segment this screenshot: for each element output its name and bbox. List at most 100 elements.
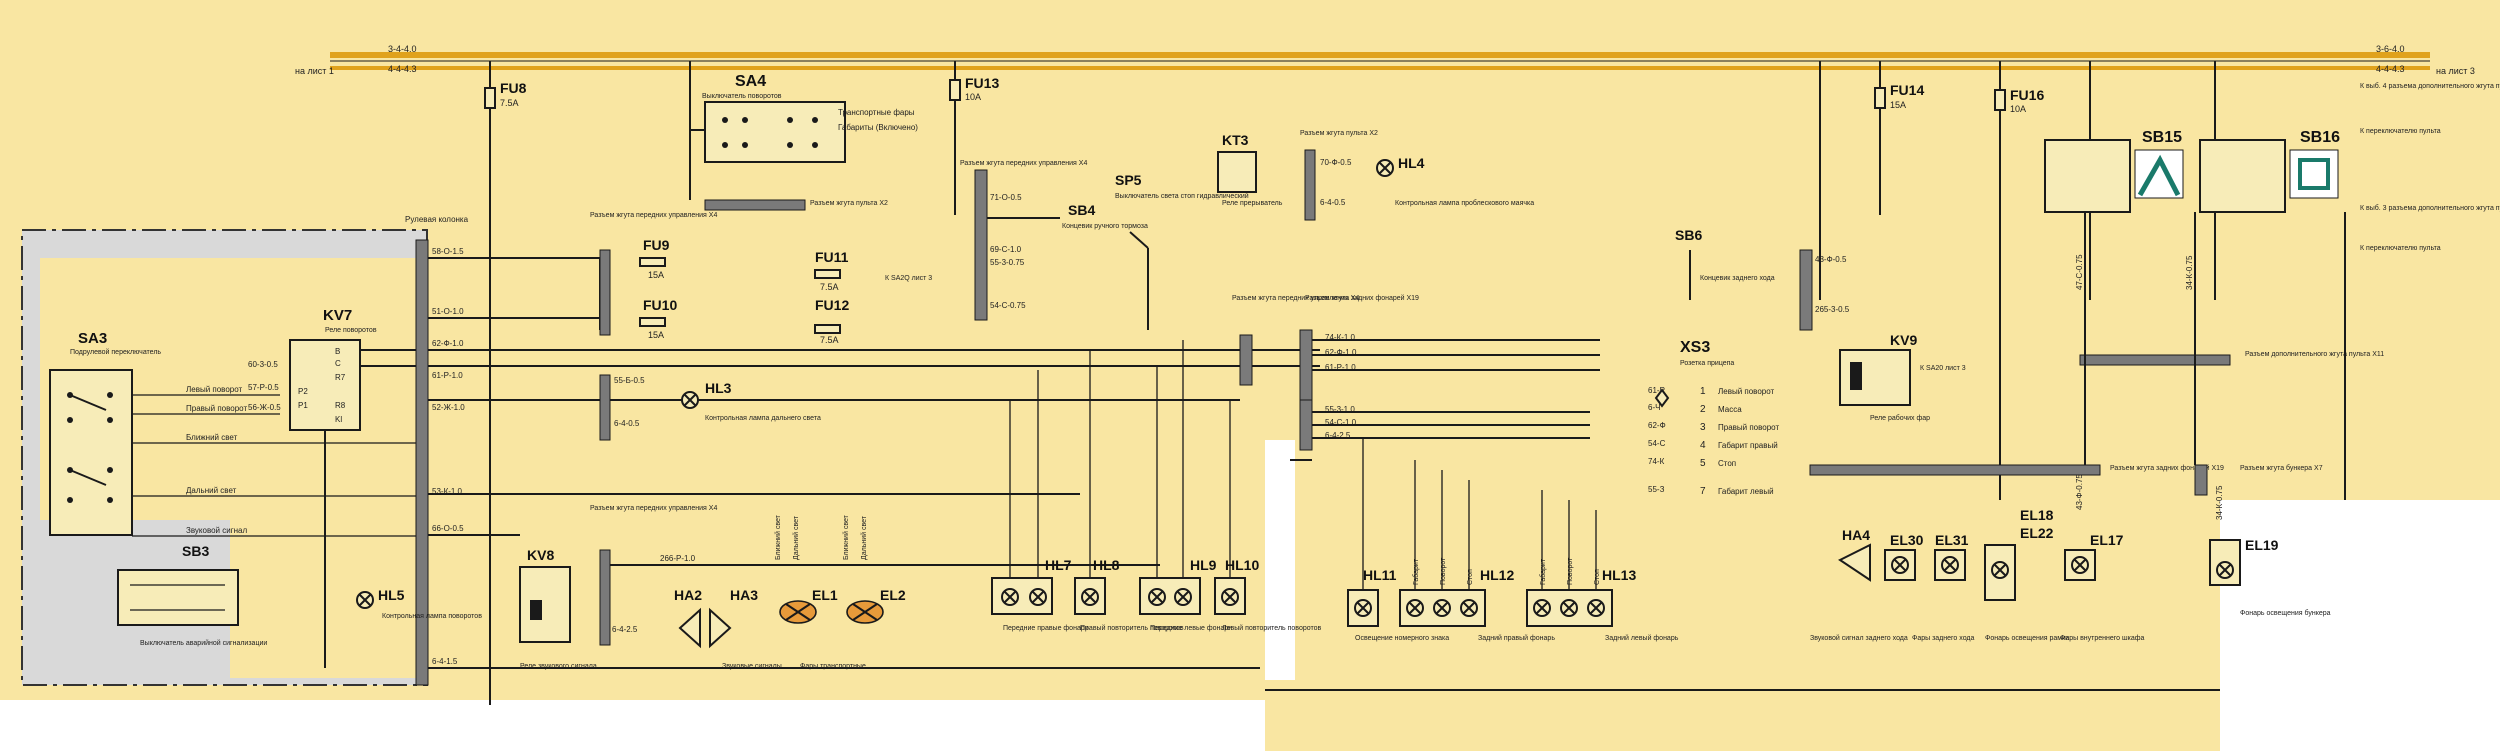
label-642-5: 6-4-2.5 [612,625,638,634]
svg-text:К выб. 4 разъема дополнительно: К выб. 4 разъема дополнительного жгута п… [2360,82,2500,90]
label-266: 266-Р-1.0 [660,554,696,563]
svg-text:Транспортные фары: Транспортные фары [838,108,915,117]
kt3-relay: KT3 Реле прерыватель [1217,132,1283,207]
svg-text:Kl: Kl [335,415,342,424]
label-43-f: 43-Ф-0.5 [1815,255,1847,264]
svg-text:XS3: XS3 [1680,339,1710,356]
el-rear-caption: Фары заднего хода [1912,635,1975,642]
x19-wire-labels: 74-К-1.0 62-Ф-1.0 61-Р-1.0 55-3-1.0 54-С… [1325,333,1357,440]
fuse-fu8: FU8 7.5A [484,80,527,109]
svg-text:62-Ф-1.0: 62-Ф-1.0 [1325,348,1357,357]
svg-text:51-О-1.0: 51-О-1.0 [432,307,464,316]
hl12-lamps: HL12 Задний правый фонарь [1399,567,1555,642]
svg-text:15A: 15A [648,330,664,340]
sheet-ref-right-2: 4-4-4.3 [2376,64,2405,74]
svg-text:C: C [335,359,341,368]
hl13-lamps: HL13 Задний левый фонарь [1526,567,1679,642]
svg-text:EL17: EL17 [2090,532,2124,548]
svg-text:Реле поворотов: Реле поворотов [325,327,377,334]
svg-text:57-Р-0.5: 57-Р-0.5 [248,383,279,392]
connector-x2-a [704,199,806,211]
svg-text:Подрулевой переключатель: Подрулевой переключатель [70,348,161,356]
svg-text:55-З: 55-З [1648,485,1665,494]
svg-text:Освещение номерного знака: Освещение номерного знака [1355,635,1449,642]
svg-text:7.5A: 7.5A [820,335,839,345]
svg-text:SB16: SB16 [2300,129,2340,146]
svg-text:58-О-1.5: 58-О-1.5 [432,247,464,256]
svg-text:56-Ж-0.5: 56-Ж-0.5 [248,403,281,412]
sheet-ref-left-2: 4-4-4.3 [388,64,417,74]
hl5-lamp: HL5 Контрольная лампа поворотов [356,587,482,620]
sa4-switch: SA4 Выключатель поворотов Транспортные ф… [690,73,918,163]
white-margin-right [2220,500,2500,751]
svg-text:62-Ф-1.0: 62-Ф-1.0 [432,339,464,348]
svg-text:FU9: FU9 [643,237,670,253]
lamp-feeder-wires [1009,340,1597,590]
svg-text:Правый поворот: Правый поворот [1718,423,1779,432]
svg-text:FU16: FU16 [2010,87,2044,103]
kv8-relay: KV8 Реле звукового сигнала [519,547,597,670]
svg-text:Левый поворот: Левый поворот [1718,387,1775,396]
svg-text:Габарит правый: Габарит правый [1718,441,1778,450]
svg-text:EL22: EL22 [2020,525,2054,541]
svg-text:Левый повторитель поворотов: Левый повторитель поворотов [1222,624,1321,632]
el17-lamp: EL17 Фары внутреннего шкафа [2060,532,2145,642]
hl-tag-labels: Габарит Поворот Стоп Габарит Поворот Сто… [1412,557,1601,585]
svg-text:62-Ф: 62-Ф [1648,421,1666,430]
svg-text:К SA20 лист 3: К SA20 лист 3 [1920,365,1966,372]
svg-text:SB3: SB3 [182,543,209,559]
svg-text:EL19: EL19 [2245,537,2279,553]
label-connector-x2-a: Разъем жгута пульта Х2 [810,200,888,207]
svg-text:Выключатель аварийной сигнализ: Выключатель аварийной сигнализации [140,639,267,647]
sheet-ref-right-text: на лист 3 [2436,66,2475,76]
label-connector-x4-b: Разъем жгута передних управления Х4 [960,160,1087,167]
svg-text:Ближний свет: Ближний свет [186,433,238,442]
svg-text:HA2: HA2 [674,587,702,603]
svg-text:HL10: HL10 [1225,557,1259,573]
el2-headlamp: EL2 Ближний свет Дальний свет [842,514,906,624]
hl8-lamp: HL8 Правый повторитель поворотов [1074,557,1184,632]
svg-text:Поворот: Поворот [1567,557,1574,585]
label-71: 71-О-0.5 [990,193,1022,202]
svg-text:HL8: HL8 [1093,557,1120,573]
svg-text:FU10: FU10 [643,297,677,313]
svg-text:5: 5 [1700,458,1706,469]
svg-text:53-К-1.0: 53-К-1.0 [432,487,463,496]
hl11-lamp: HL11 Освещение номерного знака [1347,567,1449,642]
svg-text:Правый повторитель поворотов: Правый повторитель поворотов [1080,624,1184,632]
svg-text:EL18: EL18 [2020,507,2054,523]
svg-text:HL3: HL3 [705,380,732,396]
ha2-ha3-horns: HA2 HA3 Звуковые сигналы [674,587,782,670]
hl9-lamps: HL9 Передние левые фонари [1139,557,1232,632]
label-54-c: 54-С-0.75 [990,301,1026,310]
svg-text:К выб. 3 разъема дополнительно: К выб. 3 разъема дополнительного жгута п… [2360,204,2500,212]
label-55-3: 55-3-0.75 [990,258,1025,267]
fuse-fu11: FU11 7.5A [814,249,849,292]
svg-text:52-Ж-1.0: 52-Ж-1.0 [432,403,465,412]
el-front-caption: Фары транспортные [800,663,866,670]
sheet-ref-left-text: на лист 1 [295,66,334,76]
svg-text:10A: 10A [965,92,981,102]
white-margin-bottom [0,700,1265,751]
svg-text:61-Р-1.0: 61-Р-1.0 [432,371,463,380]
fuse-fu12: FU12 7.5A [814,297,849,345]
svg-text:34-К-0.75: 34-К-0.75 [2215,485,2224,520]
fuse-fu14: FU14 15A [1874,82,1924,110]
label-connector-x4-a: Разъем жгута передних управления Х4 [590,212,717,219]
svg-text:HL4: HL4 [1398,155,1425,171]
svg-text:P2: P2 [298,387,308,396]
sb16-switch: SB16 [2199,129,2340,213]
svg-text:2: 2 [1700,404,1706,415]
svg-text:Габарит: Габарит [1412,558,1420,585]
svg-text:Выключатель света стоп гидравл: Выключатель света стоп гидравлический [1115,192,1249,200]
svg-text:1: 1 [1700,386,1706,397]
svg-text:54-С: 54-С [1648,439,1666,448]
connector-x2-b [1304,149,1316,221]
svg-text:К переключателю пульта: К переключателю пульта [2360,245,2441,252]
svg-text:B: B [335,347,340,356]
label-x4-mid: Разъем жгута передних управления Х4 [1232,295,1359,302]
x19-wires [1290,339,1600,461]
sp5-switch: SP5 Выключатель света стоп гидравлически… [1115,172,1249,330]
svg-text:4: 4 [1700,440,1706,451]
sa3-switch: SA3 Подрулевой переключатель [49,330,161,536]
